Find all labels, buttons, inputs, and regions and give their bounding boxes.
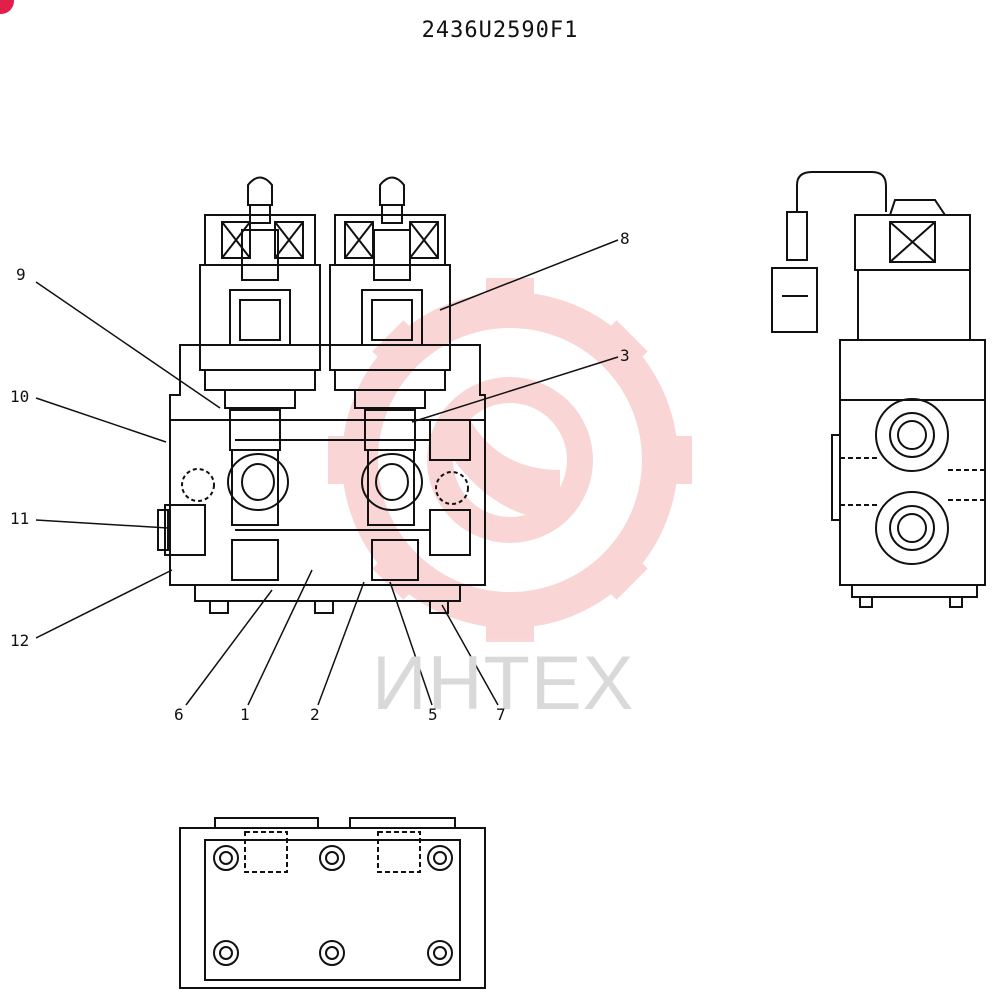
callout-2: 2 xyxy=(310,705,320,724)
callout-10: 10 xyxy=(10,387,30,406)
callout-8: 8 xyxy=(620,229,630,248)
callout-3: 3 xyxy=(620,346,630,365)
watermark-text: ИНТЕХ xyxy=(372,641,635,726)
watermark-gear-icon xyxy=(328,278,692,642)
callout-12: 12 xyxy=(10,631,30,650)
left-solenoid xyxy=(199,176,321,409)
callout-7: 7 xyxy=(496,705,506,724)
bolt-heads xyxy=(213,845,453,966)
callout-6: 6 xyxy=(174,705,184,724)
drawing-id: 2436U2590F1 xyxy=(421,18,579,43)
front-view xyxy=(157,176,486,614)
side-view xyxy=(771,171,986,608)
callout-11: 11 xyxy=(10,509,30,528)
callout-9: 9 xyxy=(16,265,26,284)
callout-5: 5 xyxy=(428,705,438,724)
bottom-view xyxy=(179,817,486,989)
callout-1: 1 xyxy=(240,705,250,724)
leader-lines xyxy=(35,239,619,706)
right-solenoid xyxy=(329,176,451,409)
